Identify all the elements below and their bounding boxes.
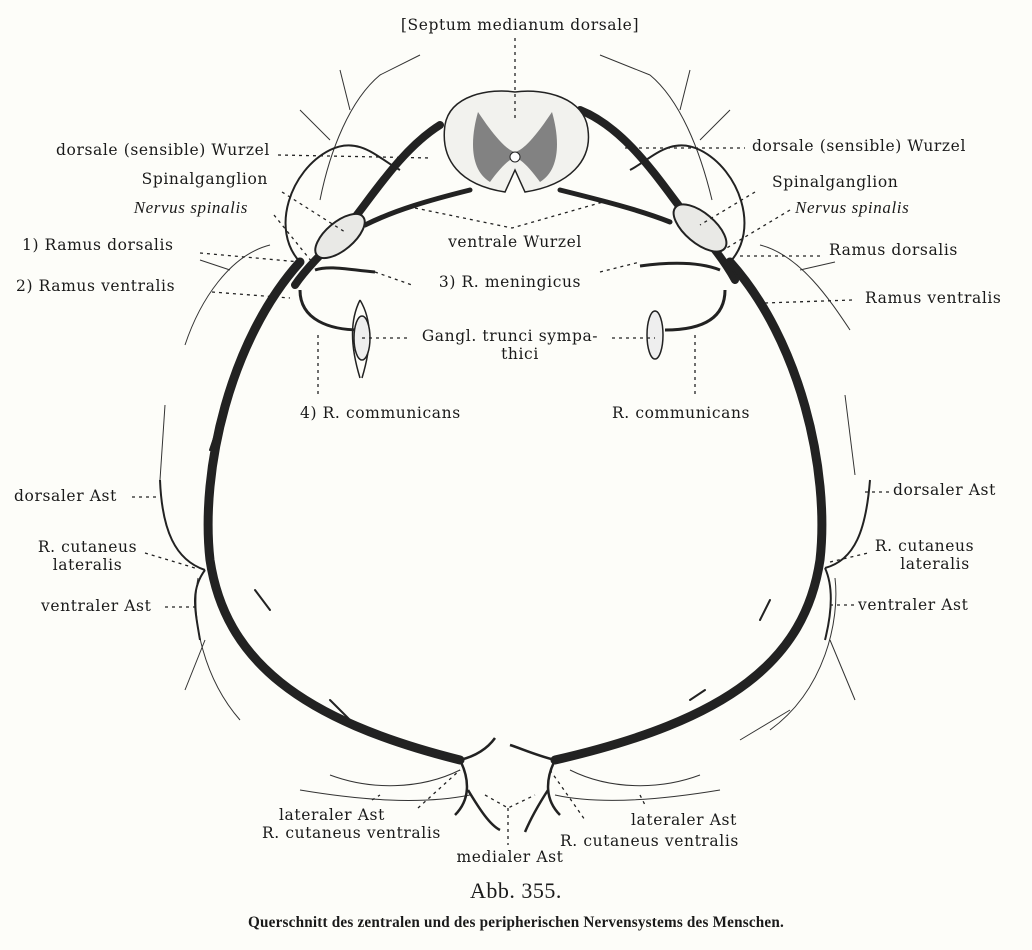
nerve-ring — [203, 257, 827, 765]
label-ventral-cutaneous-right: R. cutaneus ventralis — [560, 832, 739, 850]
figure-caption: Querschnitt des zentralen und des periph… — [248, 914, 784, 931]
label-ramus-ventralis-right: Ramus ventralis — [865, 289, 1002, 307]
label-spinal-nerve-right: Nervus spinalis — [795, 198, 910, 217]
label-lateral-cutaneous-right-2: lateralis — [900, 555, 970, 573]
label-spinal-ganglion-left: Spinalganglion — [141, 170, 268, 188]
label-dorsal-root-left: dorsale (sensible) Wurzel — [55, 141, 270, 159]
dorsal-branches — [159, 144, 871, 641]
label-meningeal: 3) R. meningicus — [438, 273, 582, 291]
label-lateral-cutaneous-right-1: R. cutaneus — [874, 537, 975, 555]
label-ventral-root: ventrale Wurzel — [448, 233, 582, 251]
figure-number: Abb. 355. — [470, 878, 562, 903]
label-medial-branch: medialer Ast — [456, 848, 564, 866]
spinal-cord — [443, 90, 590, 193]
label-ramus-dorsalis-right: Ramus dorsalis — [829, 241, 958, 259]
ventral-cutaneous-branches — [454, 737, 561, 833]
label-dorsal-branch-right: dorsaler Ast — [893, 481, 996, 499]
label-sympathetic-ganglion-2: thici — [501, 345, 539, 363]
spinal-ganglion-left — [291, 121, 473, 289]
label-ventral-branch-left: ventraler Ast — [41, 597, 152, 615]
label-lateral-cutaneous-left-1: R. cutaneus — [37, 538, 138, 556]
label-lateral-branch-right: lateraler Ast — [631, 811, 737, 829]
label-ventral-branch-right: ventraler Ast — [858, 596, 969, 614]
label-ventral-cutaneous-left: R. cutaneus ventralis — [262, 824, 441, 842]
label-septum: [Septum medianum dorsale] — [400, 16, 640, 34]
spinal-ganglion-right — [557, 106, 739, 284]
label-lateral-cutaneous-left-2: lateralis — [52, 556, 123, 574]
label-ramus-dorsalis-left: 1) Ramus dorsalis — [22, 236, 174, 254]
label-ramus-ventralis-left: 2) Ramus ventralis — [16, 277, 176, 295]
label-communicans-left: 4) R. communicans — [300, 404, 461, 422]
label-lateral-branch-left: lateraler Ast — [279, 806, 385, 824]
cutaneous-fibers — [159, 54, 856, 801]
sympathetic-ganglion-right — [646, 310, 664, 360]
label-communicans-right: R. communicans — [612, 404, 751, 422]
sympathetic-chain-right — [639, 261, 727, 332]
label-spinal-ganglion-right: Spinalganglion — [772, 173, 899, 191]
label-spinal-nerve-left: Nervus spinalis — [133, 198, 248, 217]
label-dorsal-root-right: dorsale (sensible) Wurzel — [752, 137, 967, 155]
leader-lines — [132, 38, 890, 845]
label-dorsal-branch-left: dorsaler Ast — [14, 487, 117, 505]
label-sympathetic-ganglion-1: Gangl. trunci sympa- — [421, 327, 599, 345]
